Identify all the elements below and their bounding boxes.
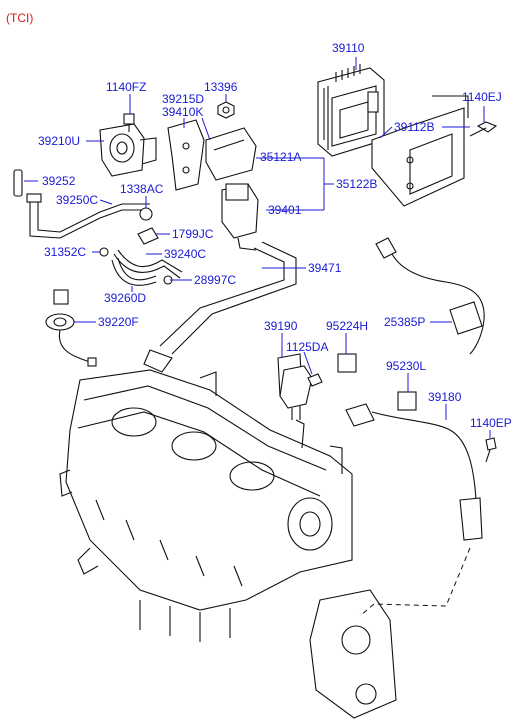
ecu-bracket[interactable] bbox=[371, 95, 469, 207]
label-39252: 39252 bbox=[42, 174, 76, 188]
label-39471: 39471 bbox=[308, 261, 342, 275]
relay-39190[interactable] bbox=[277, 353, 313, 420]
label-28997c: 28997C bbox=[194, 273, 236, 287]
label-39410k: 39410K bbox=[162, 105, 203, 119]
hose-39252[interactable] bbox=[13, 169, 23, 197]
clamp-1338ac[interactable] bbox=[139, 207, 153, 221]
label-1125da: 1125DA bbox=[286, 340, 328, 354]
label-95224h: 95224H bbox=[326, 319, 368, 333]
solenoid-valve[interactable] bbox=[99, 123, 157, 177]
pipe-39250c[interactable] bbox=[26, 193, 150, 239]
label-39215d: 39215D bbox=[162, 92, 204, 106]
label-39180: 39180 bbox=[428, 390, 462, 404]
label-95230l: 95230L bbox=[386, 359, 426, 373]
engine-block bbox=[59, 369, 397, 719]
hose-39260d[interactable] bbox=[111, 257, 157, 286]
bolt-1140fz[interactable] bbox=[123, 113, 135, 132]
clamp-31352c[interactable] bbox=[99, 247, 109, 257]
dashed-reference bbox=[359, 547, 471, 617]
label-39112b: 39112B bbox=[394, 120, 434, 134]
bracket-39215d[interactable] bbox=[167, 119, 205, 191]
label-1799jc: 1799JC bbox=[172, 227, 214, 241]
label-39220f: 39220F bbox=[98, 315, 139, 329]
nut-13396[interactable] bbox=[217, 101, 235, 119]
label-13396: 13396 bbox=[204, 80, 238, 94]
label-35122b: 35122B bbox=[336, 177, 377, 191]
relay-95230l[interactable] bbox=[397, 391, 417, 411]
label-39401: 39401 bbox=[268, 203, 302, 217]
label-1140ej: 1140EJ bbox=[462, 90, 502, 104]
clip-1799jc[interactable] bbox=[137, 227, 159, 245]
variant-header: (TCI) bbox=[6, 11, 33, 25]
label-39250c: 39250C bbox=[56, 193, 98, 207]
label-39190: 39190 bbox=[264, 319, 298, 333]
label-35121a: 35121A bbox=[260, 150, 301, 164]
relay-95224h[interactable] bbox=[337, 353, 357, 373]
duct-39471[interactable] bbox=[143, 241, 297, 373]
label-25385p: 25385P bbox=[384, 315, 425, 329]
label-39240c: 39240C bbox=[164, 247, 206, 261]
bolt-1140ej[interactable] bbox=[469, 121, 498, 137]
label-39110: 39110 bbox=[332, 41, 365, 55]
label-1140ep: 1140EP bbox=[470, 416, 512, 430]
label-39210u: 39210U bbox=[38, 134, 80, 148]
bolt-1140ep[interactable] bbox=[485, 437, 497, 463]
sensor-39220f[interactable] bbox=[45, 289, 97, 367]
bolt-1125da[interactable] bbox=[307, 373, 323, 387]
label-1140fz: 1140FZ bbox=[106, 80, 146, 94]
label-31352c: 31352C bbox=[44, 245, 86, 259]
label-39260d: 39260D bbox=[104, 291, 146, 305]
cover-39410k[interactable] bbox=[205, 127, 257, 181]
label-1338ac: 1338AC bbox=[120, 182, 164, 196]
actuator-39401[interactable] bbox=[221, 183, 259, 251]
harness-25385p[interactable] bbox=[375, 237, 485, 355]
sensor-39180[interactable] bbox=[345, 403, 483, 541]
